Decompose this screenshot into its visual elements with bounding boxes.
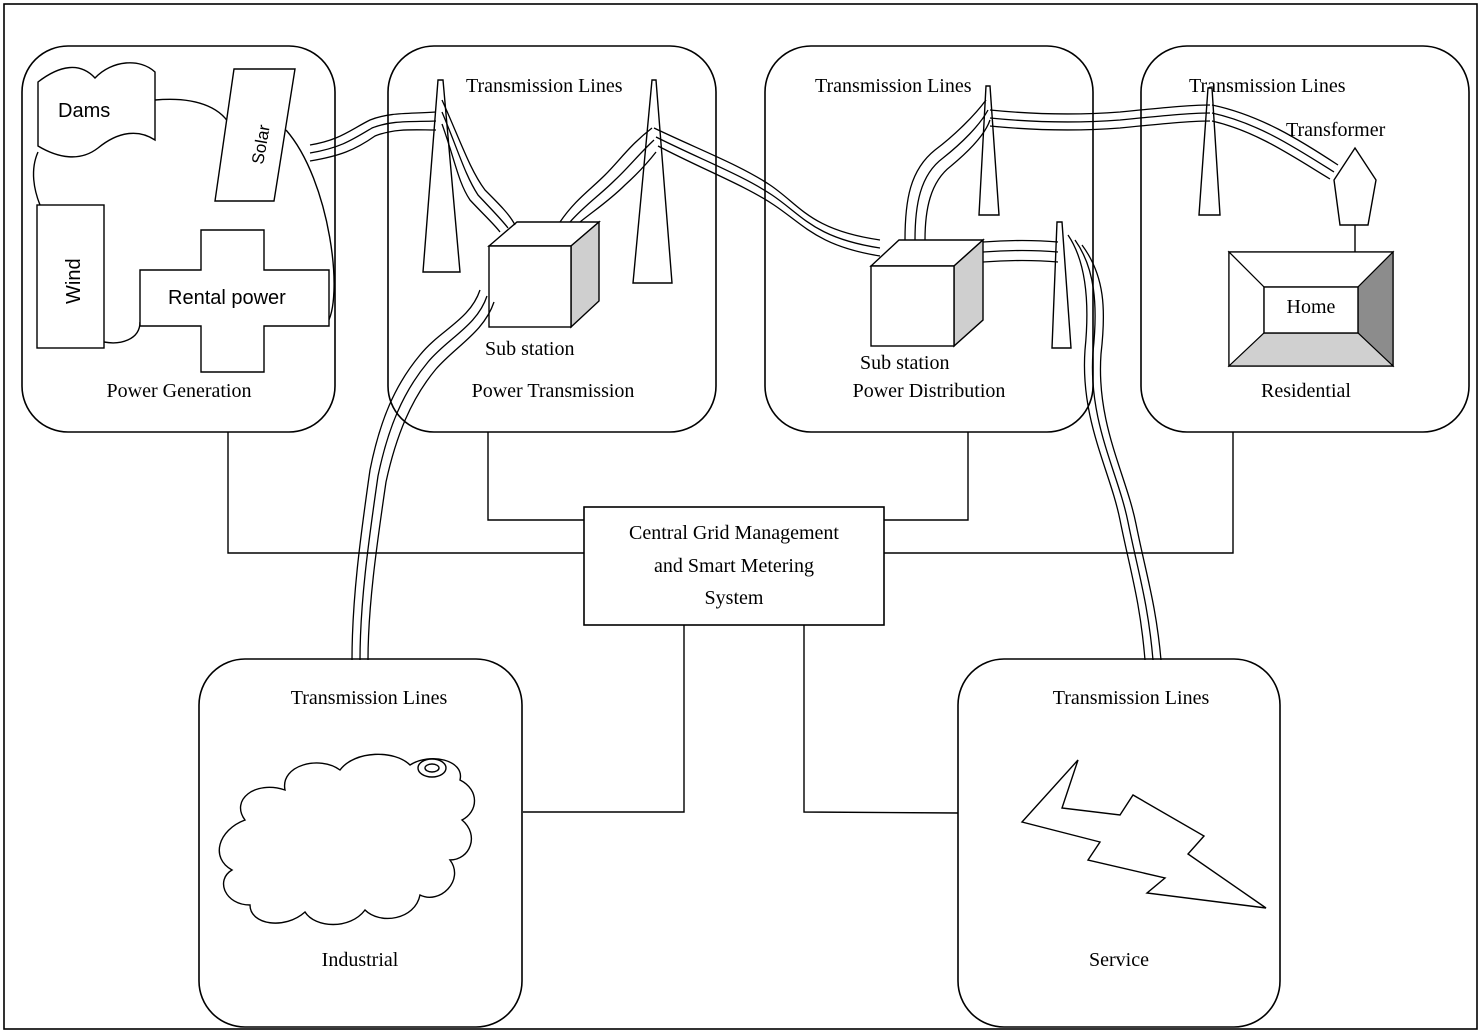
dams-icon [37, 62, 156, 158]
central-title-line3: System [705, 587, 764, 609]
transmission-lines-label: Transmission Lines [291, 687, 448, 709]
transmission-wires [309, 99, 1339, 661]
power-generation-block: Dams Solar Wind Rental power Power Gener… [21, 45, 336, 433]
substation-icon [487, 220, 601, 329]
industrial-cloud-icon [218, 753, 476, 926]
transmission-lines-label: Transmission Lines [1189, 75, 1346, 97]
home-label: Home [1287, 296, 1336, 318]
tower-icon [978, 85, 1000, 216]
tower-icon [1198, 87, 1221, 216]
lightning-bolt-icon [1020, 759, 1267, 909]
transformer-label: Transformer [1286, 119, 1386, 141]
central-grid-management-box: Central Grid Management and Smart Meteri… [583, 506, 885, 626]
industrial-block: Transmission Lines Industrial [198, 658, 523, 1028]
wind-icon [36, 204, 105, 349]
service-title: Service [1089, 949, 1149, 971]
substation-label: Sub station [860, 352, 949, 374]
power-generation-title: Power Generation [107, 380, 252, 402]
transmission-lines-label: Transmission Lines [815, 75, 972, 97]
power-distribution-title: Power Distribution [853, 380, 1006, 402]
transformer-icon [1333, 146, 1377, 226]
central-title-line1: Central Grid Management [629, 522, 839, 544]
transmission-lines-label: Transmission Lines [466, 75, 623, 97]
power-distribution-block: Transmission Lines Sub station Power Dis… [764, 45, 1094, 433]
rental-power-label: Rental power [168, 287, 286, 309]
substation-icon [869, 238, 985, 348]
tower-icon [632, 79, 673, 284]
tower-icon [422, 79, 461, 273]
power-transmission-title: Power Transmission [472, 380, 635, 402]
management-connectors [227, 432, 1234, 814]
residential-block: Transmission Lines Transformer Home Resi… [1140, 45, 1470, 433]
solar-panel-icon [214, 68, 296, 202]
wind-label: Wind [63, 258, 85, 304]
power-transmission-block: Transmission Lines Sub station Power Tra… [387, 45, 717, 433]
service-block: Transmission Lines Service [957, 658, 1281, 1028]
residential-title: Residential [1261, 380, 1351, 402]
tower-icon [1051, 221, 1072, 349]
rental-power-icon [139, 229, 330, 373]
dams-label: Dams [58, 100, 110, 122]
central-title-line2: and Smart Metering [654, 555, 814, 577]
transmission-lines-label: Transmission Lines [1053, 687, 1210, 709]
substation-label: Sub station [485, 338, 574, 360]
industrial-title: Industrial [322, 949, 399, 971]
home-icon [1227, 250, 1395, 368]
